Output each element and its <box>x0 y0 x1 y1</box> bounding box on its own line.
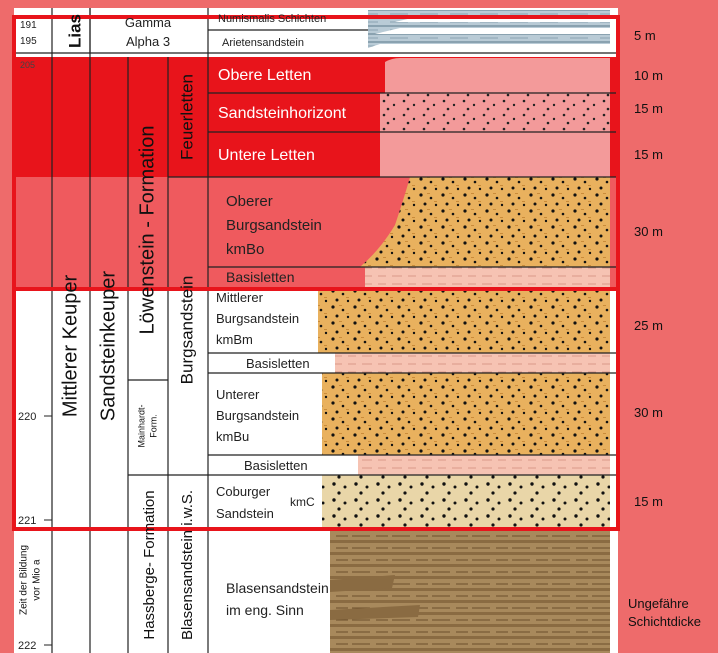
arietensandstein-label: Arietensandstein <box>222 37 304 49</box>
basisletten-1-label: Basisletten <box>226 269 294 285</box>
coburger-code-label: kmC <box>290 495 315 509</box>
alpha3-label: Alpha 3 <box>126 34 170 49</box>
gamma-label: Gamma <box>125 15 172 30</box>
blasensandstein-iws-label: Blasensandstein i.w.S. <box>179 490 196 640</box>
basisletten-3-rock <box>358 455 610 475</box>
lias-label: Lias <box>65 14 84 48</box>
obere-letten-label: Obere Letten <box>218 67 311 84</box>
mittlerer-bs-label-3: kmBm <box>216 332 253 347</box>
mainhardt-label-1: Mainhardt- <box>136 404 146 447</box>
oberer-bs-label-2: Burgsandstein <box>226 217 322 234</box>
blasen-label-1: Blasensandstein <box>226 580 329 596</box>
burgsandstein-label: Burgsandstein <box>177 276 196 385</box>
loewenstein-formation-label: Löwenstein - Formation <box>136 126 158 335</box>
unterer-bs-label-2: Burgsandstein <box>216 408 299 423</box>
thickness-6: 25 m <box>634 318 663 333</box>
coburger-label-2: Sandstein <box>216 506 274 521</box>
unterer-bs-rock <box>322 373 610 455</box>
age-195: 195 <box>20 36 37 47</box>
blasen-rock <box>330 530 610 653</box>
lias-label-area <box>14 8 208 53</box>
age-220: 220 <box>18 411 36 423</box>
sandsteinhorizont-label: Sandsteinhorizont <box>218 105 347 122</box>
basisletten-2-label: Basisletten <box>246 356 310 371</box>
obere-letten-rock <box>385 58 610 93</box>
thickness-8: 15 m <box>634 494 663 509</box>
untere-letten-label: Untere Letten <box>218 147 315 164</box>
thickness-5: 30 m <box>634 224 663 239</box>
basisletten-1-rock <box>365 267 610 287</box>
oberer-bs-label-3: kmBo <box>226 241 264 258</box>
thickness-3: 15 m <box>634 101 663 116</box>
age-205: 205 <box>20 60 35 70</box>
age-191: 191 <box>20 20 37 31</box>
mittlerer-bs-label-2: Burgsandstein <box>216 311 299 326</box>
mainhardt-label-2: Form. <box>148 414 158 438</box>
coburger-label-1: Coburger <box>216 484 271 499</box>
mittlerer-bs-rock <box>318 289 610 353</box>
numismalis-label: Numismalis Schichten <box>218 13 326 25</box>
feuerletten-label: Feuerletten <box>177 74 196 160</box>
basisletten-2-rock <box>335 353 610 373</box>
mittlerer-bs-label-1: Mittlerer <box>216 290 264 305</box>
age-221: 221 <box>18 515 36 527</box>
coburger-rock <box>322 475 610 527</box>
thickness-2: 10 m <box>634 68 663 83</box>
hassberge-formation-label: Hassberge- Formation <box>141 490 158 639</box>
thickness-4: 15 m <box>634 147 663 162</box>
sandsteinkeuper-label: Sandsteinkeuper <box>97 271 119 421</box>
oberer-bs-label-1: Oberer <box>226 193 273 210</box>
zeit-label-2: vor Mio a <box>32 559 43 601</box>
thickness-caption-1: Ungefähre <box>628 596 689 611</box>
thickness-caption-2: Schichtdicke <box>628 614 701 629</box>
age-222: 222 <box>18 640 36 652</box>
basisletten-3-label: Basisletten <box>244 458 308 473</box>
untere-letten-rock <box>380 132 610 177</box>
zeit-label-1: Zeit der Bildung <box>19 545 30 615</box>
thickness-1: 5 m <box>634 28 656 43</box>
thickness-7: 30 m <box>634 405 663 420</box>
unterer-bs-label-3: kmBu <box>216 429 249 444</box>
unterer-bs-label-1: Unterer <box>216 387 260 402</box>
sandsteinhorizont-rock <box>380 93 610 132</box>
mittlerer-keuper-label: Mittlerer Keuper <box>59 275 81 418</box>
blasen-label-2: im eng. Sinn <box>226 602 304 618</box>
